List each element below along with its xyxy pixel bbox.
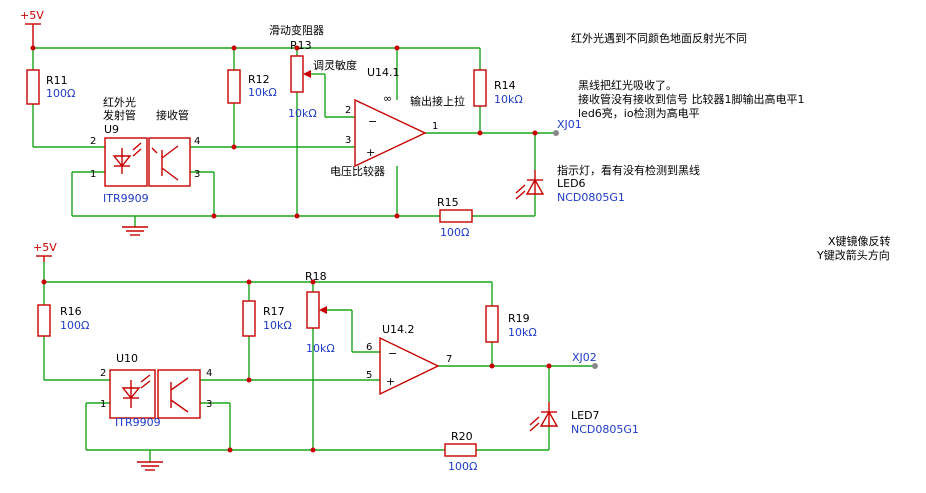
led6-value: NCD0805G1	[557, 191, 625, 204]
sensitivity-label: 调灵敏度	[313, 58, 357, 72]
potentiometer-r18[interactable]: R18 10kΩ	[305, 270, 335, 355]
ir-label-2: 发射管	[103, 108, 136, 122]
u10-pin-2: 2	[100, 368, 106, 379]
u14-2-ref: U14.2	[382, 323, 415, 336]
r20-value: 100Ω	[448, 460, 477, 473]
r18-ref: R18	[305, 270, 327, 283]
y-key-note: Y键改箭头方向	[816, 248, 890, 262]
title-note: 红外光遇到不同颜色地面反射光不同	[571, 31, 747, 45]
r14-ref: R14	[494, 79, 516, 92]
ground-symbol-bottom	[137, 461, 163, 471]
comparator-u14-1[interactable]: U14.1 ∞ − + 2 3 1 电压比较器 输出接上拉	[330, 66, 465, 178]
r20-ref: R20	[451, 430, 473, 443]
u14-pin-3: 3	[345, 135, 351, 146]
ground-symbol-top	[122, 226, 148, 236]
r19-value: 10kΩ	[508, 326, 537, 339]
svg-text:+: +	[366, 146, 375, 159]
x-key-note: X键镜像反转	[828, 234, 891, 248]
annotations: 红外光遇到不同颜色地面反射光不同 黑线把红光吸收了。 接收管没有接收到信号 比较…	[557, 31, 891, 262]
slide-res-label: 滑动变阻器	[269, 23, 324, 37]
resistor-r16[interactable]: R16 100Ω	[37, 304, 89, 337]
u9-pin-2: 2	[90, 136, 96, 147]
r12-ref: R12	[248, 73, 270, 86]
u10-ref: U10	[116, 352, 138, 365]
power-label-top: +5V	[20, 9, 44, 22]
r11-value: 100Ω	[46, 87, 75, 100]
led7-value: NCD0805G1	[571, 423, 639, 436]
resistor-r20[interactable]: R20 100Ω	[444, 430, 477, 473]
r18-value: 10kΩ	[306, 342, 335, 355]
led6[interactable]: LED6 NCD0805G1	[515, 170, 625, 204]
r16-ref: R16	[60, 305, 82, 318]
svg-text:+: +	[386, 375, 395, 388]
r15-ref: R15	[437, 196, 459, 209]
comparator-label: 电压比较器	[330, 164, 385, 178]
u14-pin-1: 1	[432, 121, 438, 132]
u9-pin-3: 3	[194, 169, 200, 180]
bottom-circuit-wires	[43, 262, 594, 462]
r11-ref: R11	[46, 74, 68, 87]
u9-ref: U9	[104, 123, 119, 136]
black-line-note-3: led6亮，io检测为高电平	[578, 106, 700, 120]
u9-value: ITR9909	[103, 192, 149, 205]
power-symbol-bottom: +5V	[33, 241, 57, 262]
xj02-label: XJ02	[572, 351, 597, 364]
u10-pin-4: 4	[206, 368, 212, 379]
ir-sensor-u10[interactable]: U10 ITR9909 2 1 4 3	[100, 352, 212, 429]
resistor-r15[interactable]: R15 100Ω	[437, 196, 473, 239]
ir-sensor-u9[interactable]: 红外光 发射管 接收管 U9 ITR9909 2 1 4 3	[90, 95, 200, 205]
r15-value: 100Ω	[440, 226, 469, 239]
resistor-r14[interactable]: R14 10kΩ	[473, 69, 523, 107]
black-line-note-2: 接收管没有接收到信号 比较器1脚输出高电平1	[578, 92, 805, 106]
xj01-label: XJ01	[557, 118, 582, 131]
junctions-top	[30, 45, 538, 219]
receiver-label: 接收管	[156, 108, 189, 122]
r17-value: 10kΩ	[263, 319, 292, 332]
ir-label-1: 红外光	[103, 95, 136, 109]
resistor-r19[interactable]: R19 10kΩ	[485, 305, 537, 343]
power-symbol-top: +5V	[20, 9, 44, 48]
black-line-note-1: 黑线把红光吸收了。	[578, 78, 677, 92]
r17-ref: R17	[263, 305, 285, 318]
led7-ref: LED7	[571, 409, 600, 422]
net-xj01[interactable]: XJ01	[553, 118, 582, 136]
svg-text:−: −	[368, 115, 377, 128]
r16-value: 100Ω	[60, 319, 89, 332]
u9-pin-4: 4	[194, 136, 200, 147]
resistor-r17[interactable]: R17 10kΩ	[242, 300, 292, 337]
power-label-bottom: +5V	[33, 241, 57, 254]
net-xj02[interactable]: XJ02	[572, 351, 598, 369]
r14-value: 10kΩ	[494, 93, 523, 106]
u14b-pin-5: 5	[366, 370, 372, 381]
u14-pin-2: 2	[345, 105, 351, 116]
comparator-u14-2[interactable]: U14.2 − + 6 5 7	[366, 323, 452, 396]
led6-ref: LED6	[557, 177, 586, 190]
pullup-label: 输出接上拉	[410, 94, 465, 108]
led7[interactable]: LED7 NCD0805G1	[529, 402, 639, 436]
u14b-pin-7: 7	[446, 354, 452, 365]
r13-value: 10kΩ	[288, 107, 317, 120]
u14b-pin-6: 6	[366, 342, 372, 353]
junctions-bottom	[41, 279, 552, 453]
u10-value: ITR9909	[115, 416, 161, 429]
potentiometer-r13[interactable]: 滑动变阻器 R13 调灵敏度 10kΩ	[269, 23, 357, 120]
resistor-r11[interactable]: R11 100Ω	[26, 69, 75, 105]
resistor-r12[interactable]: R12 10kΩ	[227, 69, 277, 104]
r12-value: 10kΩ	[248, 86, 277, 99]
indicator-note: 指示灯，看有没有检测到黑线	[557, 163, 700, 177]
u10-pin-1: 1	[100, 399, 106, 410]
u14-1-symbol: ∞	[383, 92, 392, 105]
u9-pin-1: 1	[90, 169, 96, 180]
r13-ref: R13	[290, 39, 312, 52]
u14-1-ref: U14.1	[367, 66, 400, 79]
r19-ref: R19	[508, 312, 530, 325]
u10-pin-3: 3	[206, 399, 212, 410]
svg-text:−: −	[388, 347, 397, 360]
